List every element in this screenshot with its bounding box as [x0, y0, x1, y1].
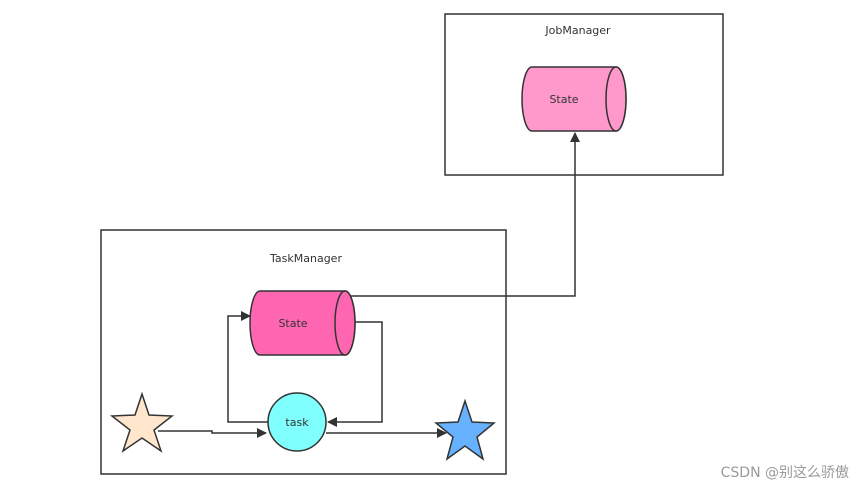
task-manager-state-cylinder: State — [249, 290, 356, 356]
job-manager-state-cylinder: State — [521, 66, 627, 132]
task-manager-title: TaskManager — [269, 252, 342, 265]
state-to-task-arrow — [327, 321, 383, 427]
task-manager-state-label: State — [278, 317, 307, 330]
task-node: task — [267, 392, 327, 452]
source-to-task-arrow — [158, 428, 267, 438]
job-manager-title: JobManager — [544, 24, 611, 37]
checkpoint-arrow — [348, 132, 580, 297]
watermark: CSDN @别这么骄傲 — [721, 464, 849, 481]
job-manager-state-label: State — [549, 93, 578, 106]
source-star-icon — [109, 391, 175, 453]
task-label: task — [285, 416, 309, 429]
task-to-state-arrow — [227, 311, 268, 423]
sink-star-icon — [434, 398, 496, 461]
